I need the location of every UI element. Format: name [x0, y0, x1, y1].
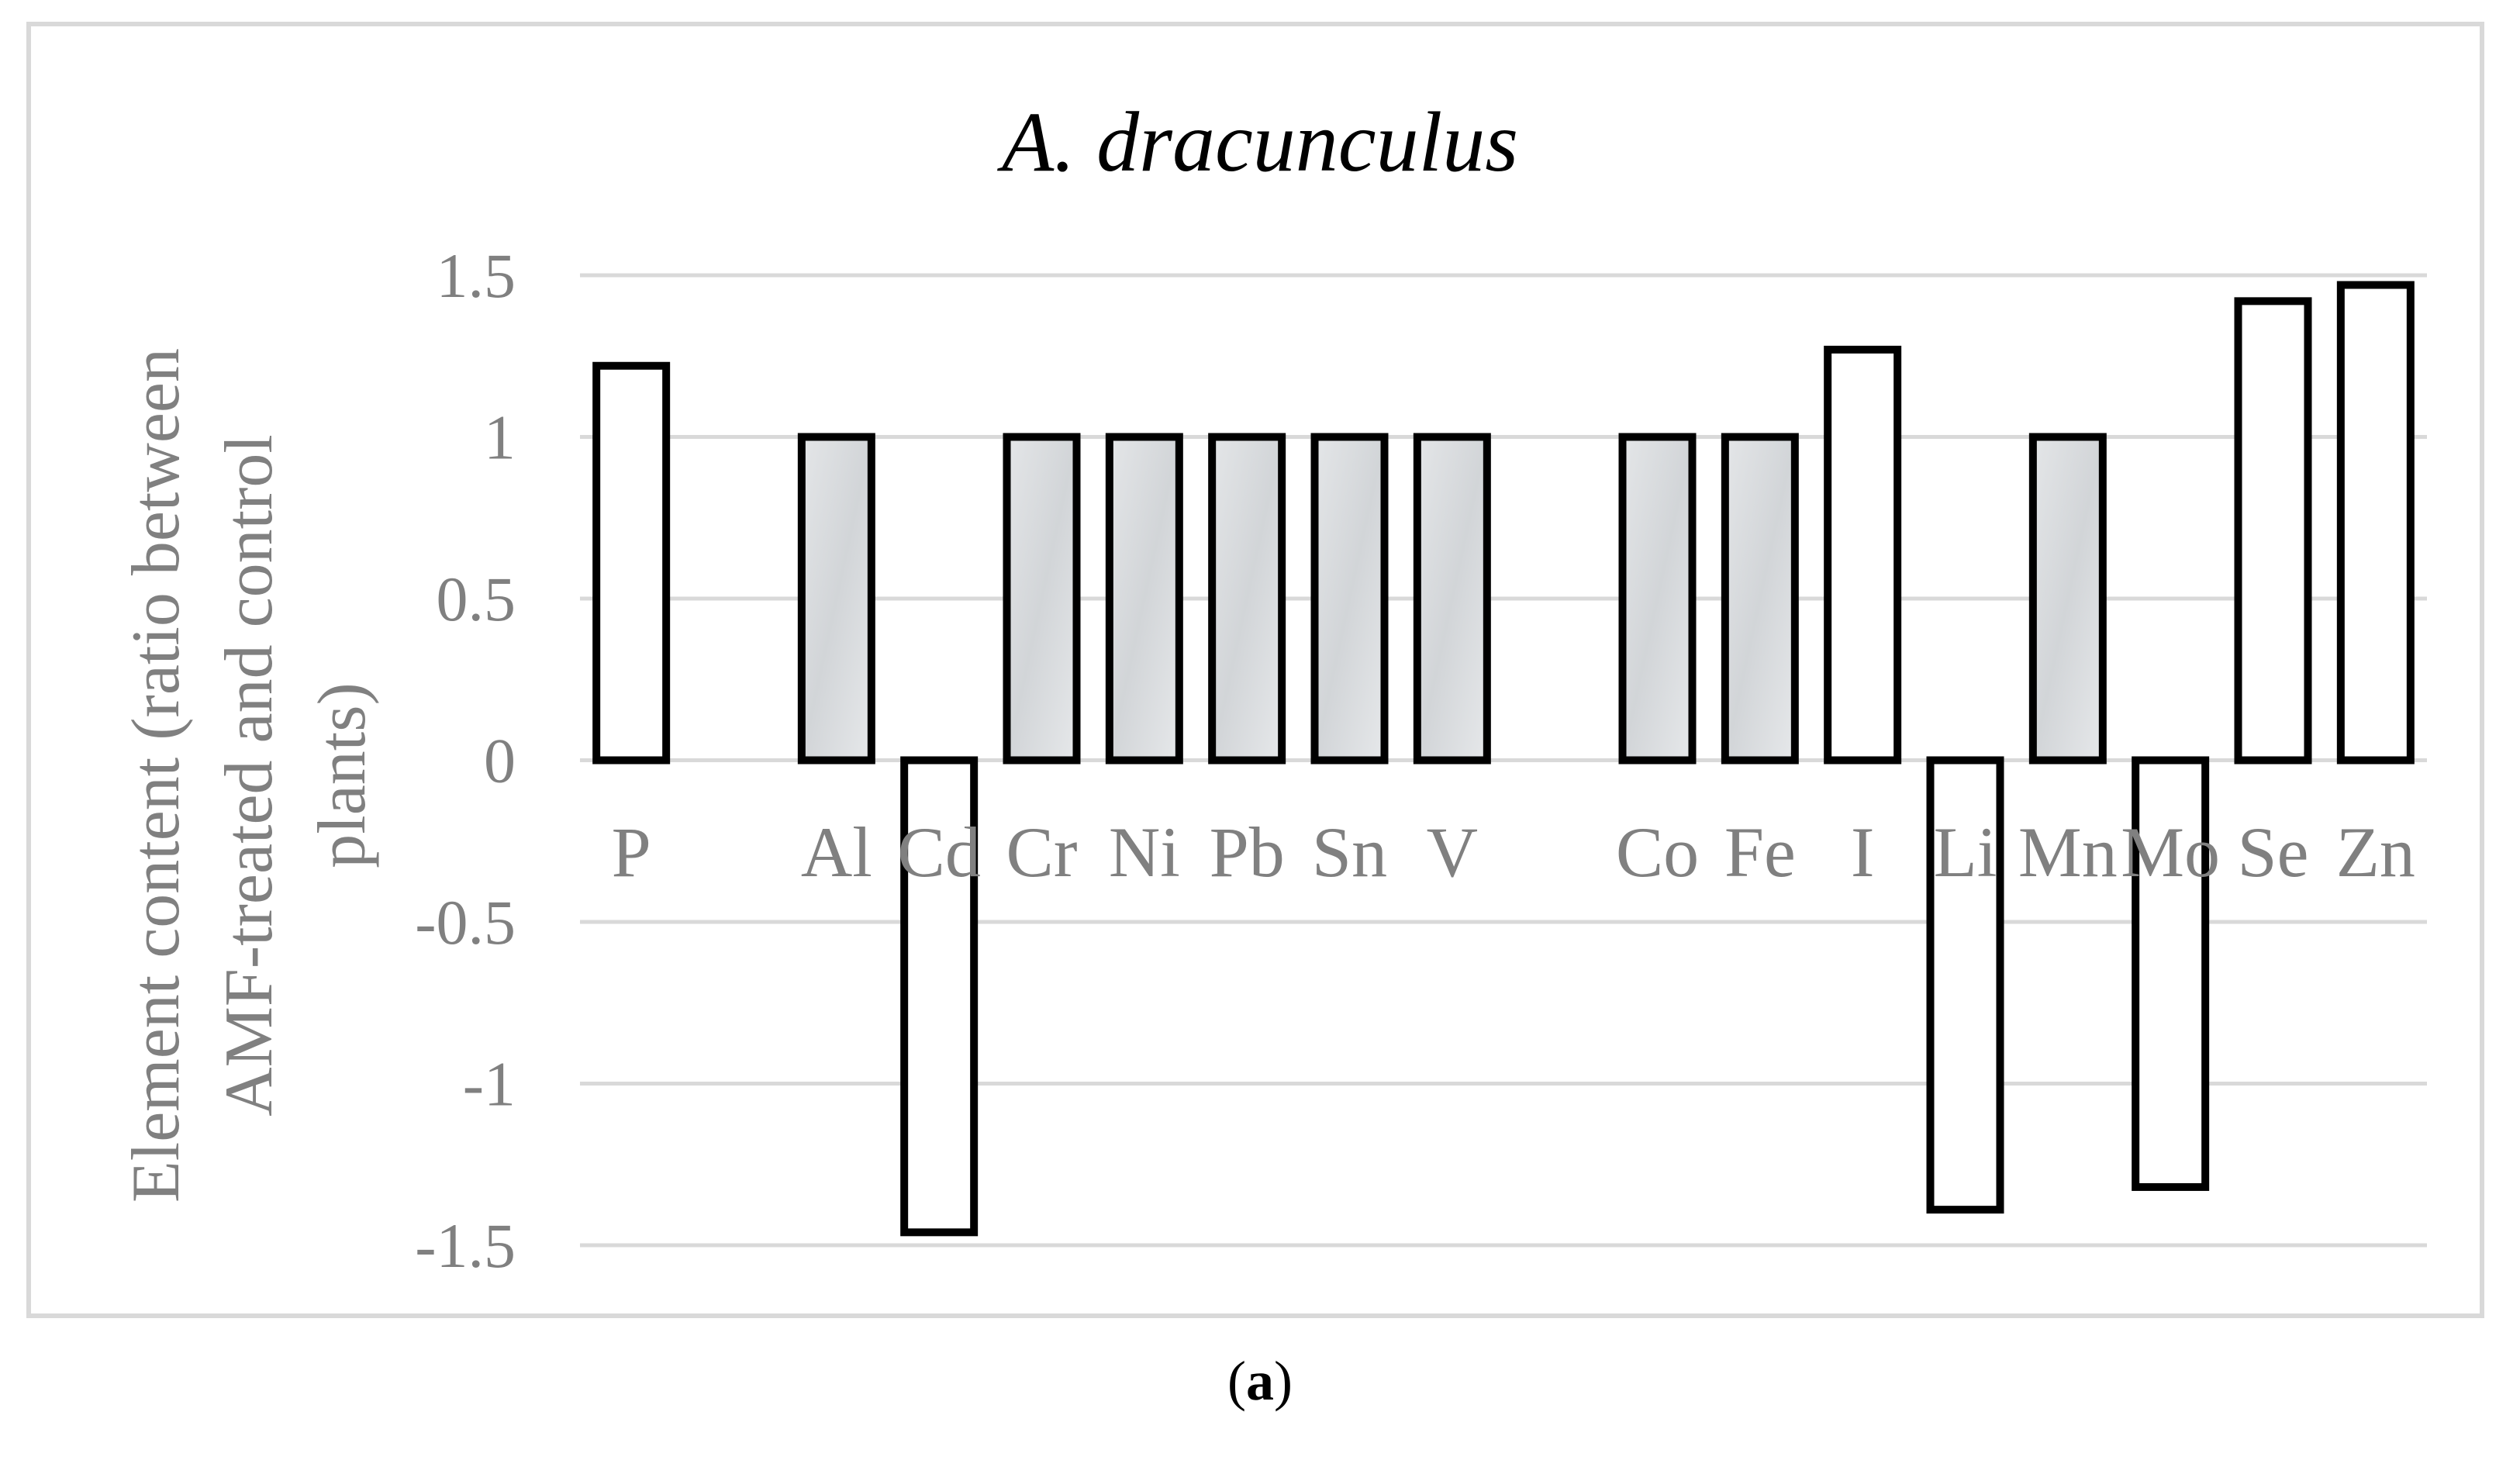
y-tick-label-0: 1.5: [437, 240, 516, 311]
category-label-fe: Fe: [1724, 813, 1796, 892]
y-axis-title-line-0: Element content (ratio between: [119, 348, 194, 1203]
category-label-cd: Cd: [897, 813, 980, 892]
category-label-mn: Mn: [2018, 813, 2118, 892]
category-label-se: Se: [2238, 813, 2309, 892]
y-tick-label-6: -1.5: [415, 1210, 516, 1281]
category-label-v: V: [1427, 813, 1478, 892]
category-label-cr: Cr: [1006, 813, 1078, 892]
bar-ni: [1105, 433, 1183, 765]
category-label-pb: Pb: [1210, 813, 1285, 892]
bar-li: [1926, 756, 2004, 1214]
category-label-i: I: [1851, 813, 1875, 892]
bar-pb: [1208, 433, 1286, 765]
grid-lines: [580, 273, 2427, 1248]
category-label-p: P: [612, 813, 651, 892]
y-tick-label-4: -0.5: [415, 887, 516, 958]
category-label-sn: Sn: [1312, 813, 1387, 892]
y-axis-title-line-1: AMF-treated and control: [212, 434, 287, 1117]
category-label-co: Co: [1616, 813, 1699, 892]
bar-i: [1824, 345, 1902, 765]
category-label-mo: Mo: [2121, 813, 2220, 892]
category-label-al: Al: [801, 813, 872, 892]
panel-label-open: (: [1227, 1350, 1246, 1412]
y-tick-label-3: 0: [484, 726, 516, 796]
bars: [592, 281, 2415, 1237]
bar-al: [797, 433, 875, 765]
y-tick-label-2: 0.5: [437, 564, 516, 634]
category-label-zn: Zn: [2336, 813, 2415, 892]
panel-label: (a): [0, 1349, 2520, 1413]
y-tick-label-5: -1: [463, 1049, 516, 1120]
chart-title: A. dracunculus: [996, 95, 1518, 189]
bar-mo: [2132, 756, 2210, 1191]
panel-label-letter: a: [1246, 1350, 1274, 1412]
bar-cd: [900, 756, 979, 1237]
bar-cr: [1003, 433, 1081, 765]
y-axis-title-line-2: plants): [305, 682, 380, 868]
bar-v: [1413, 433, 1491, 765]
bar-zn: [2336, 281, 2415, 765]
bar-se: [2234, 297, 2312, 765]
bar-mn: [2028, 433, 2107, 765]
bar-fe: [1721, 433, 1799, 765]
y-axis-ticks: 1.5 1 0.5 0 -0.5 -1 -1.5: [415, 240, 516, 1281]
bar-p: [592, 361, 671, 765]
panel-label-close: ): [1274, 1350, 1293, 1412]
category-label-li: Li: [1934, 813, 1997, 892]
bar-sn: [1310, 433, 1389, 765]
y-tick-label-1: 1: [484, 402, 516, 473]
category-label-ni: Ni: [1109, 813, 1180, 892]
bar-co: [1618, 433, 1697, 765]
